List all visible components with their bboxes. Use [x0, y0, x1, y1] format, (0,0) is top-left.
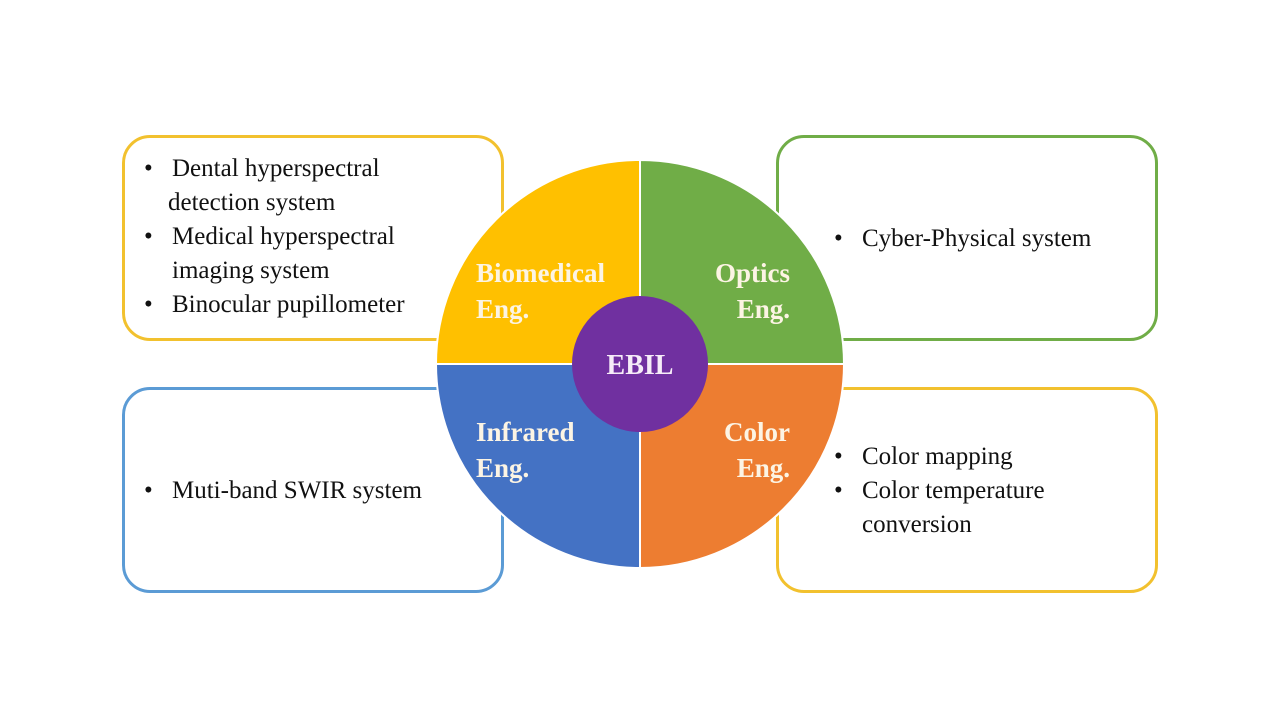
color-segment	[639, 363, 846, 570]
biomedical-segment	[434, 158, 641, 365]
bullet-icon: •	[144, 223, 153, 250]
list-item-text: Color temperature conversion	[862, 477, 1045, 538]
bullet-icon: •	[144, 477, 153, 504]
list-item: • Cyber-Physical system	[834, 222, 1144, 256]
infrared-segment	[434, 363, 641, 570]
optics-label-line1: Optics	[715, 258, 790, 288]
bullet-icon: •	[144, 155, 153, 182]
list-item-text: Muti-band SWIR system	[172, 477, 422, 504]
color-projects-box	[776, 387, 1158, 593]
list-item: • Color temperature conversion	[834, 474, 1144, 542]
infrared-label-line2: Eng.	[476, 453, 529, 483]
list-item: • Binocular pupillometer	[144, 288, 444, 322]
bullet-icon: •	[834, 443, 843, 470]
optics-segment	[639, 158, 846, 365]
list-item: • Muti-band SWIR system	[144, 474, 484, 508]
optics-label-line2: Eng.	[737, 294, 790, 324]
list-item-text: Binocular pupillometer	[172, 291, 405, 318]
color-project-list: • Color mapping • Color temperature conv…	[834, 440, 1144, 542]
list-item-text: Cyber-Physical system	[862, 225, 1092, 252]
optics-project-list: • Cyber-Physical system	[834, 222, 1144, 256]
list-item-text: Color mapping	[862, 443, 1013, 470]
list-item: • Color mapping	[834, 440, 1144, 474]
ebil-label: EBIL	[607, 350, 674, 381]
infrared-label-line1: Infrared	[476, 417, 575, 447]
biomedical-label-line1: Biomedical	[476, 258, 605, 288]
list-item: • Medical hyperspectral imaging system	[144, 220, 444, 288]
biomedical-projects-box	[122, 135, 504, 341]
color-label-line1: Color	[724, 417, 790, 447]
bullet-icon: •	[144, 291, 153, 318]
infrared-projects-box	[122, 387, 504, 593]
bullet-icon: •	[834, 477, 843, 504]
biomedical-project-list: • Dental hyperspectral detection system …	[144, 152, 444, 322]
bullet-icon: •	[834, 225, 843, 252]
optics-projects-box	[776, 135, 1158, 341]
infrared-project-list: • Muti-band SWIR system	[144, 474, 484, 508]
biomedical-label-line2: Eng.	[476, 294, 529, 324]
list-item-text: Medical hyperspectral imaging system	[172, 223, 395, 284]
list-item-text: Dental hyperspectral detection system	[168, 155, 380, 216]
ebil-hub	[572, 296, 708, 432]
color-label-line2: Eng.	[737, 453, 790, 483]
list-item: • Dental hyperspectral detection system	[144, 152, 444, 220]
